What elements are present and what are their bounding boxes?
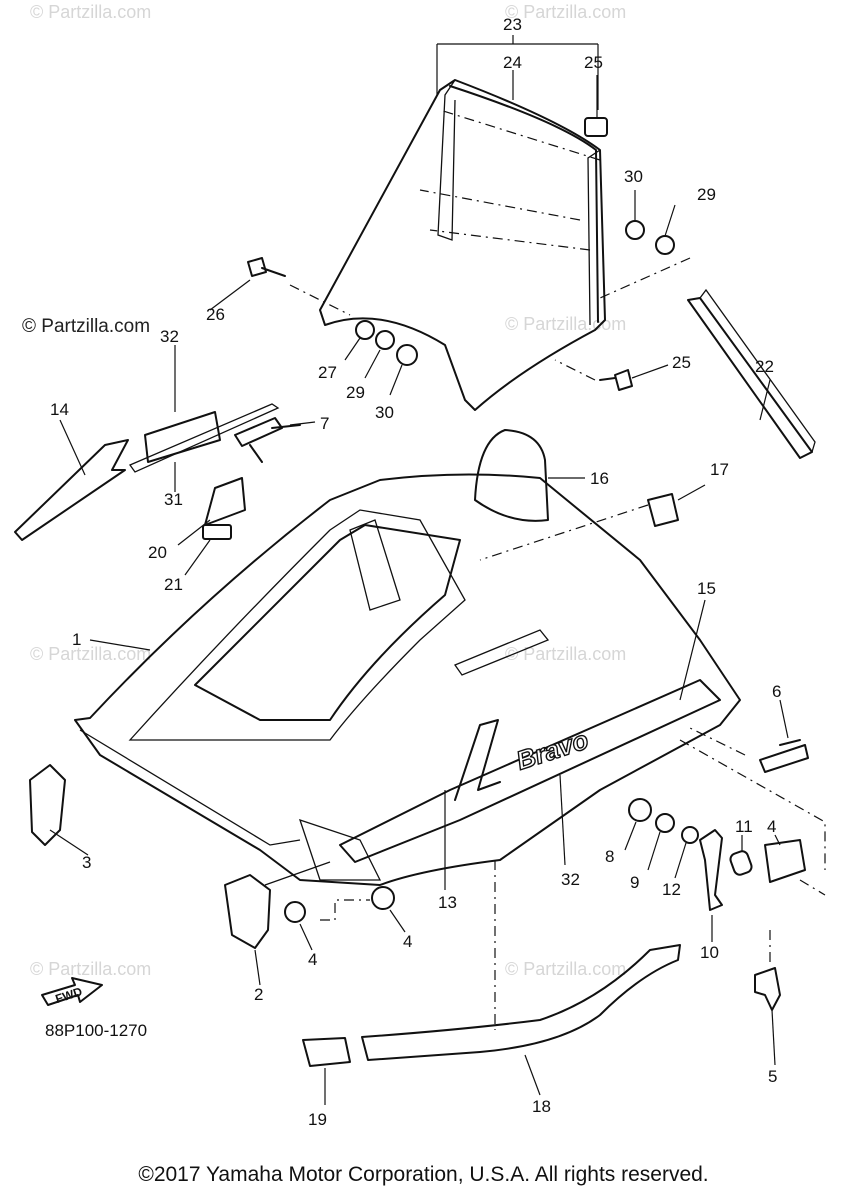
callout-2: 2 [254, 985, 263, 1004]
faint-watermark: © Partzilla.com [505, 314, 626, 334]
callout-11: 10 [700, 943, 719, 962]
copyright-notice: ©2017 Yamaha Motor Corporation, U.S.A. A… [138, 1163, 709, 1186]
part-21 [204, 477, 246, 526]
callouts: 23 24 25 30 29 26 32 27 29 30 25 22 14 7… [50, 15, 781, 1129]
callout-3: 3 [82, 853, 91, 872]
callout-21: 20 [148, 543, 167, 562]
nut-30 [625, 220, 645, 240]
brand-decal: Bravo [513, 724, 592, 775]
faint-watermark: © Partzilla.com [505, 959, 626, 979]
part-22 [202, 524, 232, 540]
faint-watermarks: © Partzilla.com © Partzilla.com © Partzi… [30, 2, 626, 979]
part-7 [759, 744, 809, 773]
washer-29 [375, 330, 395, 350]
faint-watermark: © Partzilla.com [30, 959, 151, 979]
decal-15 [14, 439, 129, 541]
callout-28: 27 [318, 363, 337, 382]
part-20 [302, 1037, 351, 1067]
stripe-31 [129, 403, 280, 473]
faint-watermark: © Partzilla.com [505, 2, 626, 22]
callout-27: 25 [672, 353, 691, 372]
part-5 [764, 839, 806, 883]
callout-32: 32 [561, 870, 580, 889]
decal-32 [144, 411, 221, 463]
bolt-27 [247, 257, 286, 277]
diagram-code: 88P100-1270 [45, 1021, 147, 1040]
callout-20: 19 [308, 1110, 327, 1129]
strip-19 [361, 944, 681, 1061]
grommet-4 [371, 886, 395, 910]
bolt-27 [599, 369, 633, 391]
callout-19: 18 [532, 1097, 551, 1116]
fwd-arrow: FWD [41, 977, 103, 1006]
callout-9: 8 [605, 847, 614, 866]
callout-15: 14 [50, 400, 69, 419]
callout-30: 30 [624, 167, 643, 186]
washer-13 [681, 826, 699, 844]
partzilla-watermark: © Partzilla.com [22, 316, 151, 337]
faint-watermark: © Partzilla.com [30, 2, 151, 22]
callout-13: 12 [662, 880, 681, 899]
callout-32: 32 [160, 327, 179, 346]
bracket-3 [29, 764, 66, 846]
callout-18: 17 [710, 460, 729, 479]
callout-29: 29 [346, 383, 365, 402]
part-11 [699, 829, 723, 911]
callout-8: 7 [320, 414, 329, 433]
callout-30: 30 [375, 403, 394, 422]
faint-watermark: © Partzilla.com [505, 644, 626, 664]
grommet-4 [284, 901, 306, 923]
bracket-2 [224, 874, 271, 949]
nut-30 [396, 344, 418, 366]
callout-23: 22 [755, 357, 774, 376]
bar-23 [687, 297, 813, 459]
part-8 [234, 417, 283, 447]
part-26 [584, 117, 608, 137]
callout-26: 25 [584, 53, 603, 72]
callout-27: 26 [206, 305, 225, 324]
washer-29 [655, 235, 675, 255]
callout-14: 13 [438, 893, 457, 912]
callout-22: 21 [164, 575, 183, 594]
washer-28 [355, 320, 375, 340]
callout-24: 23 [503, 15, 522, 34]
callout-16: 15 [697, 579, 716, 598]
part-12 [729, 850, 753, 876]
washer-10 [655, 813, 675, 833]
callout-4: 4 [308, 950, 317, 969]
decal-14 [454, 719, 501, 801]
callout-10: 9 [630, 873, 639, 892]
callout-17: 16 [590, 469, 609, 488]
callout-25: 24 [503, 53, 522, 72]
faint-watermark: © Partzilla.com [30, 644, 151, 664]
callout-29: 29 [697, 185, 716, 204]
nut-9 [628, 798, 652, 822]
part-6 [754, 967, 781, 1011]
pad-17 [474, 429, 549, 522]
callout-1: 1 [72, 630, 81, 649]
part-18 [647, 493, 679, 527]
callout-5: 4 [767, 817, 776, 836]
callout-12: 11 [735, 817, 753, 836]
hood-1 [74, 473, 741, 886]
callout-4: 4 [403, 932, 412, 951]
callout-31: 31 [164, 490, 183, 509]
windshield [319, 79, 606, 411]
callout-7: 6 [772, 682, 781, 701]
callout-6: 5 [768, 1067, 777, 1086]
